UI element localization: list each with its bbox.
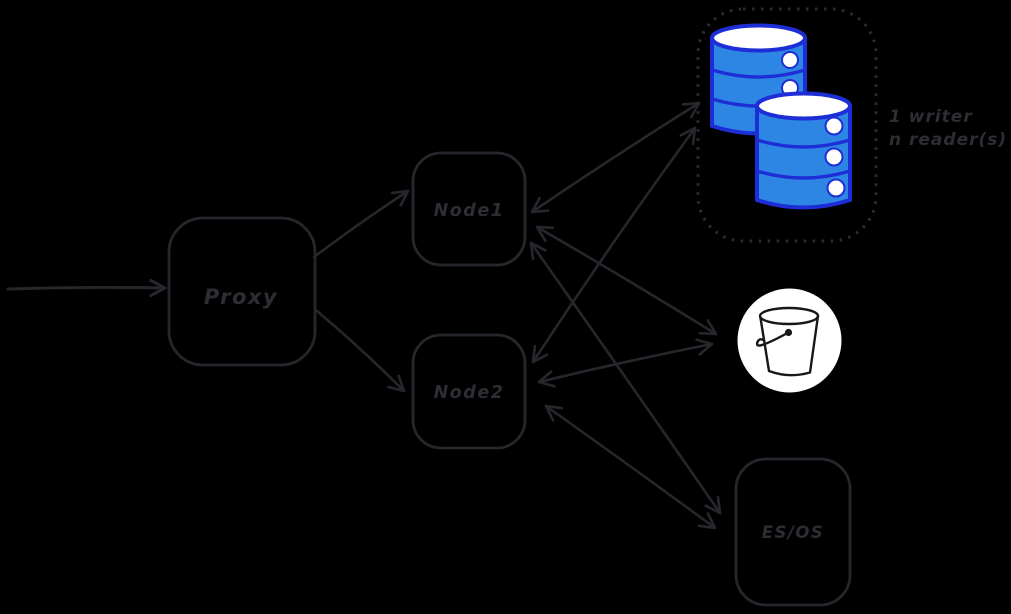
edge-proxy-to-node1: [312, 189, 410, 259]
caption-line2: n reader(s): [889, 130, 1007, 150]
arrowhead-icon: [544, 404, 564, 422]
arrowhead-icon: [529, 241, 547, 261]
proxy-label: Proxy: [204, 285, 278, 309]
edge-node1-bucket: [535, 225, 718, 336]
arrowhead-icon: [149, 279, 167, 297]
database-icon: [755, 91, 852, 210]
arrowhead-icon: [530, 196, 550, 214]
arrowhead-icon: [697, 512, 717, 530]
edge-node2-bucket: [537, 338, 714, 388]
arrowhead-icon: [698, 319, 718, 336]
cluster-dashed-border: [696, 7, 878, 243]
arrowhead-icon: [531, 344, 549, 364]
caption-line1: 1 writer: [889, 107, 973, 127]
arrowhead-icon: [695, 338, 714, 356]
edge-node2-databases: [531, 126, 697, 364]
arrowhead-icon: [679, 126, 697, 146]
edge-proxy-to-node2: [315, 309, 406, 393]
es-os-label: ES/OS: [762, 523, 825, 542]
node2-node: Node2: [411, 333, 527, 450]
arrowhead-icon: [390, 189, 410, 207]
node2-label: Node2: [434, 383, 505, 403]
arrowhead-icon: [387, 374, 406, 393]
edge-node1-esos: [529, 241, 722, 515]
cluster-caption: 1 writer n reader(s): [889, 107, 1007, 150]
database-cluster: [696, 7, 878, 243]
edge-client-to-proxy: [6, 279, 167, 297]
node1-node: Node1: [411, 151, 527, 267]
es-os-node: ES/OS: [734, 457, 852, 607]
bucket-icon: [737, 288, 842, 393]
arrowhead-icon: [537, 370, 556, 388]
arrowhead-icon: [704, 495, 722, 515]
proxy-node: Proxy: [167, 216, 317, 367]
node1-label: Node1: [434, 201, 505, 221]
edge-node2-esos: [544, 404, 717, 530]
arrowhead-icon: [535, 225, 555, 242]
